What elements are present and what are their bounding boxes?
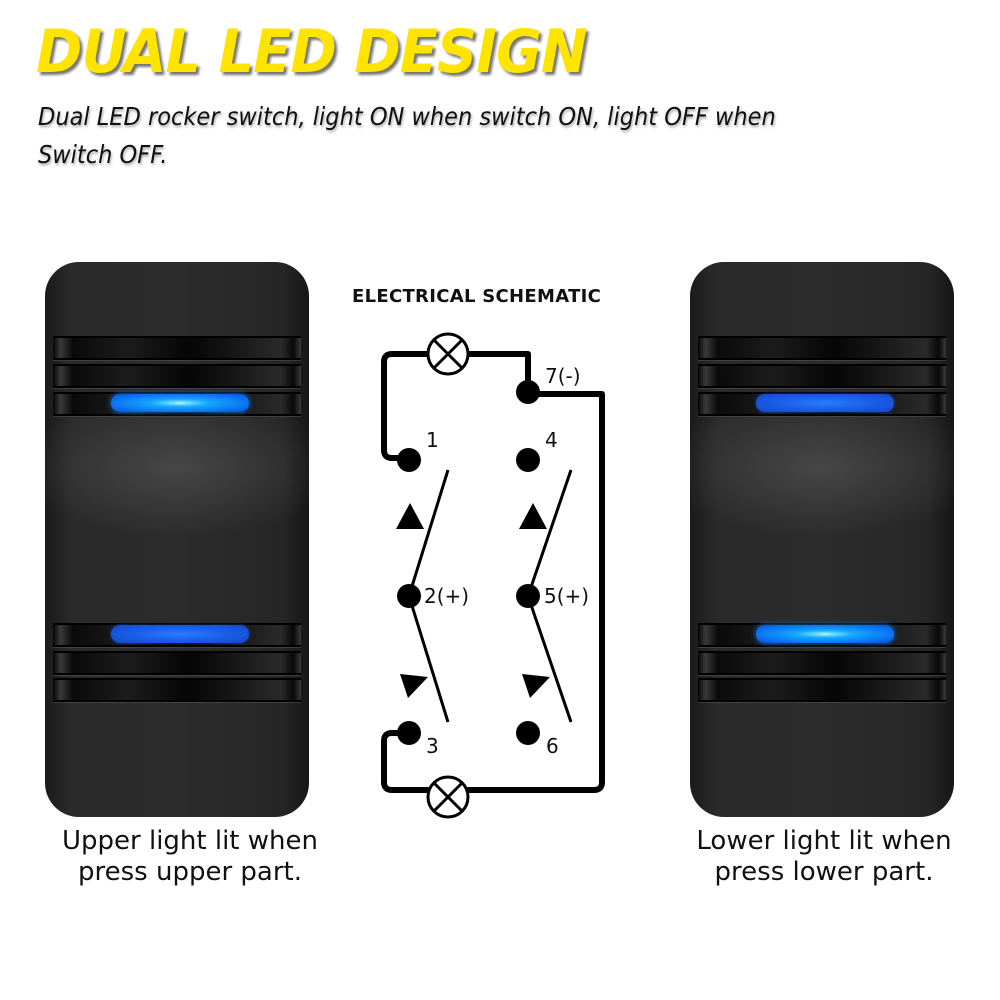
groove-bottom-2 [698, 651, 946, 675]
pin-label-7: 7(-) [545, 364, 581, 388]
pin-label-2: 2(+) [424, 584, 470, 608]
rocker-switch-right [690, 262, 954, 817]
switch-surface-highlight [690, 412, 954, 632]
caption-left-line1: Upper light lit when [61, 826, 318, 856]
pin-label-6: 6 [546, 734, 559, 758]
groove-bottom-3 [698, 678, 946, 702]
groove-bottom-2 [53, 651, 301, 675]
groove-top-2 [698, 364, 946, 388]
page-title: DUAL LED DESIGN [36, 17, 588, 87]
lower-led-unlit [111, 625, 249, 643]
groove-bottom-3 [53, 678, 301, 702]
caption-right: Lower light lit when press lower part. [664, 826, 984, 888]
page-subtitle: Dual LED rocker switch, light ON when sw… [38, 102, 776, 169]
upper-led-lit [111, 394, 249, 412]
pin-label-4: 4 [545, 428, 558, 452]
caption-left: Upper light lit when press upper part. [30, 826, 350, 888]
electrical-schematic-diagram [381, 332, 605, 819]
lamp-icon-bottom [426, 775, 470, 819]
caption-right-line2: press lower part. [714, 857, 934, 887]
caption-left-line2: press upper part. [78, 857, 302, 887]
caption-right-line1: Lower light lit when [696, 826, 952, 856]
groove-top-1 [698, 336, 946, 360]
groove-top-1 [53, 336, 301, 360]
upper-led-unlit [756, 394, 894, 412]
pin-label-3: 3 [426, 734, 439, 758]
lamp-icon-top [426, 332, 470, 376]
lower-led-lit [756, 625, 894, 643]
schematic-title: ELECTRICAL SCHEMATIC [352, 286, 602, 307]
switch-surface-highlight [45, 412, 309, 632]
pin-label-1: 1 [426, 428, 439, 452]
groove-top-2 [53, 364, 301, 388]
pin-label-5: 5(+) [544, 584, 590, 608]
rocker-switch-left [45, 262, 309, 817]
